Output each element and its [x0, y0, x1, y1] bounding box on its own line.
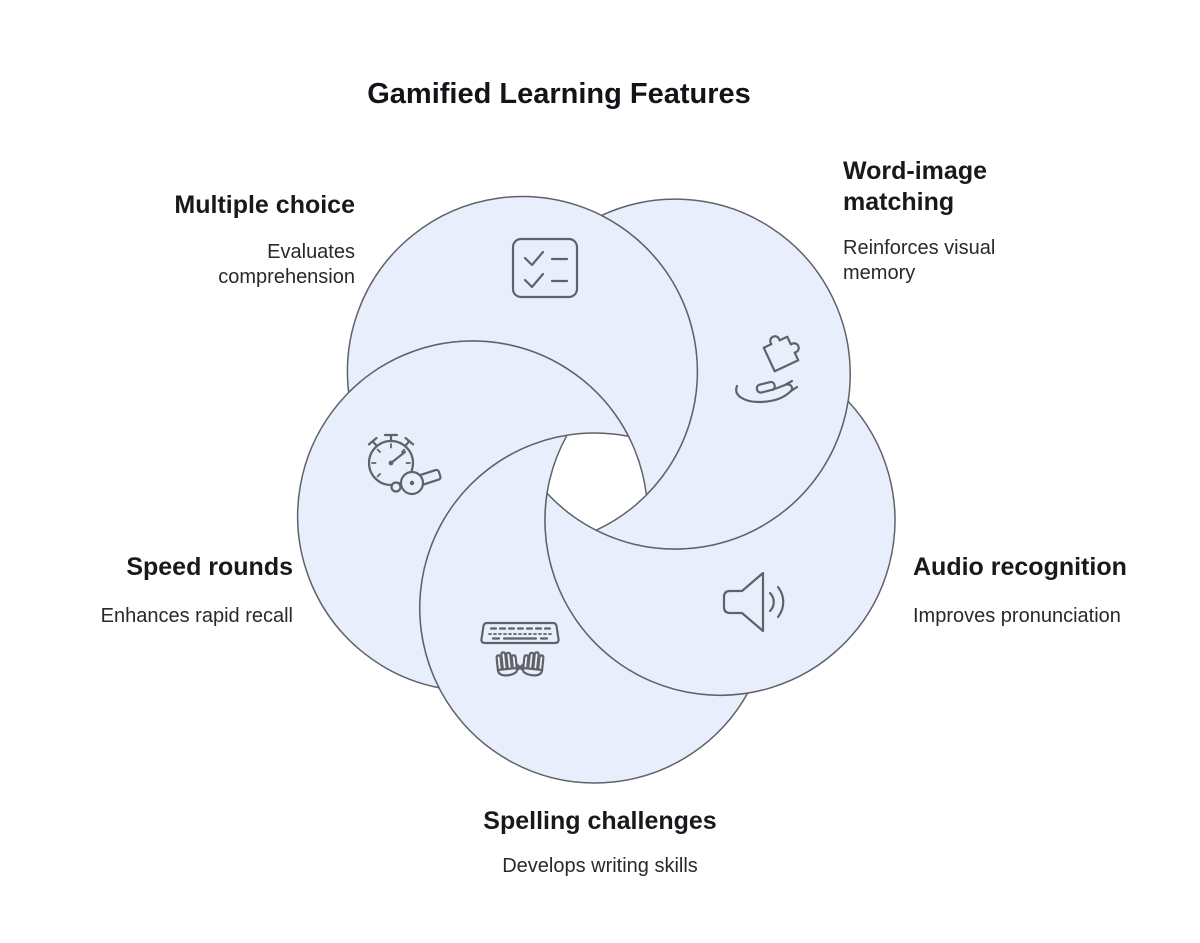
feature-title: Word-image matching — [843, 157, 987, 216]
feature-description: Develops writing skills — [502, 855, 698, 877]
feature-label-speed-rounds: Speed rounds Enhances rapid recall — [101, 552, 293, 629]
feature-title: Speed rounds — [126, 553, 293, 581]
feature-label-multiple-choice: Multiple choice Evaluates comprehension — [174, 190, 355, 290]
stopwatch-whistle-icon — [367, 433, 442, 496]
diagram-title: Gamified Learning Features — [367, 78, 751, 110]
feature-title: Multiple choice — [174, 191, 355, 219]
feature-label-spelling-challenges: Spelling challenges Develops writing ski… — [483, 806, 716, 879]
feature-title: Spelling challenges — [483, 807, 717, 835]
feature-description: Evaluates comprehension — [218, 241, 355, 288]
speaker-icon — [722, 571, 785, 633]
petal-speed-rounds — [296, 340, 630, 689]
feature-title: Audio recognition — [913, 553, 1127, 581]
feature-label-word-image-matching: Word-image matching Reinforces visual me… — [843, 156, 1043, 286]
keyboard-hands-icon — [480, 621, 560, 677]
puzzle-hand-icon — [735, 335, 800, 404]
feature-description: Improves pronunciation — [913, 605, 1121, 627]
feature-label-audio-recognition: Audio recognition Improves pronunciation — [913, 552, 1127, 629]
checklist-icon — [511, 237, 579, 299]
feature-description: Enhances rapid recall — [100, 605, 293, 627]
feature-description: Reinforces visual memory — [843, 237, 996, 284]
